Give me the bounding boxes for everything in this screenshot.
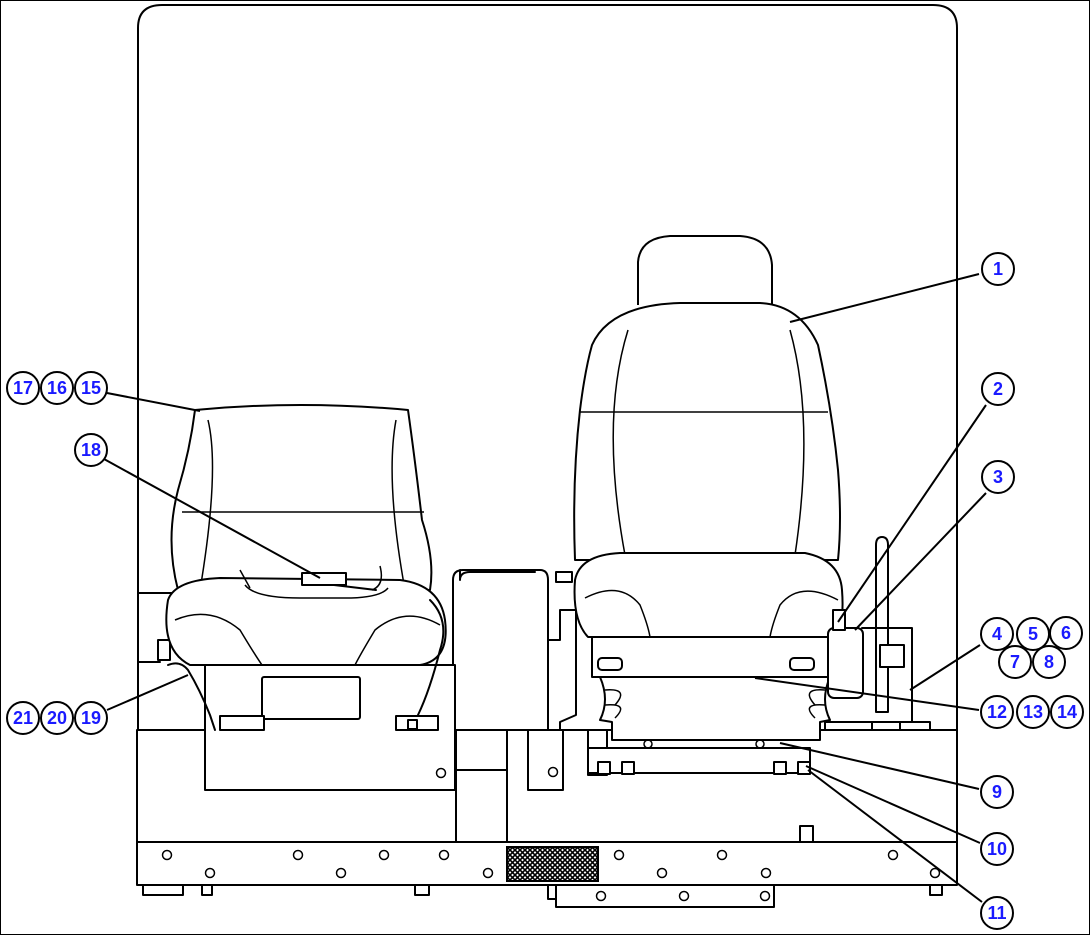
callout-3: 3 (981, 460, 1015, 494)
callout-18: 18 (74, 433, 108, 467)
center-console (452, 569, 608, 791)
callout-14-label: 14 (1057, 702, 1077, 722)
callout-20-label: 20 (47, 708, 67, 728)
callout-12: 12 (980, 695, 1014, 729)
callout-1-label: 1 (993, 259, 1003, 279)
callout-21: 21 (6, 701, 40, 735)
callout-10: 10 (980, 832, 1014, 866)
callout-19-label: 19 (81, 708, 101, 728)
callout-7-label: 7 (1010, 652, 1020, 672)
callout-20: 20 (40, 701, 74, 735)
trainer-seat (137, 404, 456, 791)
callout-10-label: 10 (987, 839, 1007, 859)
callout-18-label: 18 (81, 440, 101, 460)
callout-17-label: 17 (13, 378, 33, 398)
operator-seat (573, 235, 931, 775)
callout-2: 2 (981, 372, 1015, 406)
callout-11: 11 (980, 896, 1014, 930)
callout-7: 7 (998, 645, 1032, 679)
callout-4-label: 4 (992, 624, 1002, 644)
leader-lines (103, 273, 987, 903)
callout-12-label: 12 (987, 702, 1007, 722)
callout-6: 6 (1049, 616, 1083, 650)
callout-17: 17 (6, 371, 40, 405)
callout-19: 19 (74, 701, 108, 735)
callout-15: 15 (74, 371, 108, 405)
callout-5: 5 (1016, 617, 1050, 651)
callout-2-label: 2 (993, 379, 1003, 399)
callout-6-label: 6 (1061, 623, 1071, 643)
callout-5-label: 5 (1028, 624, 1038, 644)
callout-9-label: 9 (992, 782, 1002, 802)
callout-13: 13 (1016, 695, 1050, 729)
cab-outline (137, 4, 958, 731)
callout-21-label: 21 (13, 708, 33, 728)
callout-16-label: 16 (47, 378, 67, 398)
callout-14: 14 (1050, 695, 1084, 729)
callout-15-label: 15 (81, 378, 101, 398)
callout-3-label: 3 (993, 467, 1003, 487)
callout-4: 4 (980, 617, 1014, 651)
callout-11-label: 11 (987, 903, 1006, 923)
callout-1: 1 (981, 252, 1015, 286)
callout-9: 9 (980, 775, 1014, 809)
callout-16: 16 (40, 371, 74, 405)
callout-13-label: 13 (1023, 702, 1043, 722)
callout-8-label: 8 (1044, 652, 1054, 672)
callout-8: 8 (1032, 645, 1066, 679)
